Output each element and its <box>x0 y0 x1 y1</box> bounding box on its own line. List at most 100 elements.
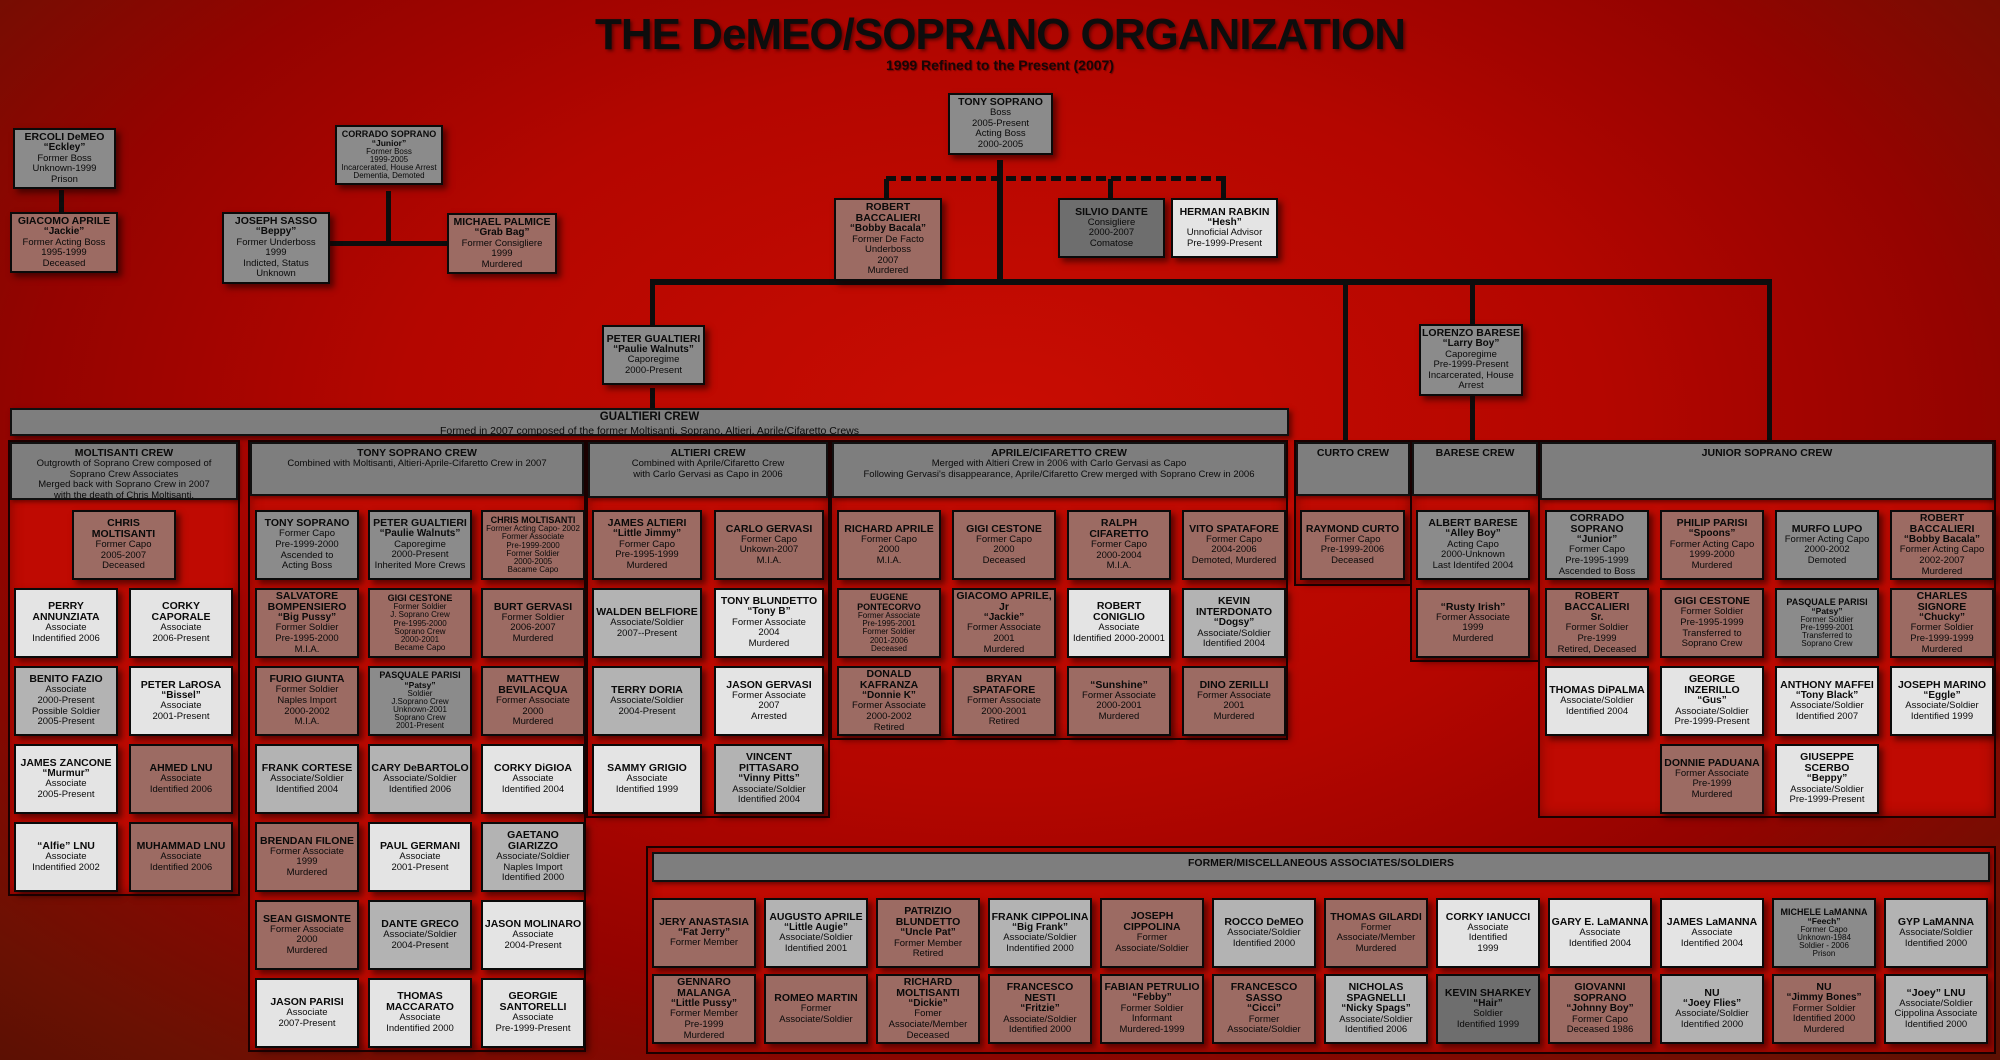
member-nickname: “Feech” <box>1807 915 1841 926</box>
member-detail-line: Associate <box>45 850 87 862</box>
member-detail-line: Pre-1999-1999 <box>1910 632 1974 644</box>
member-detail-line: Associate/Soldier <box>1675 705 1749 717</box>
member-detail-line: 2000-2005 <box>977 138 1024 150</box>
crew-title: TONY SOPRANO CREW <box>357 447 477 459</box>
crew-subtitle-line: Following Gervasi's disappearance, April… <box>863 468 1255 480</box>
member-detail-line: Demoted <box>1807 554 1847 566</box>
member-detail-line: Former Associate <box>857 611 921 621</box>
member-detail-line: Indicted, Status Unknown <box>243 257 309 280</box>
member-name: FRANK CIPPOLINA <box>991 910 1089 923</box>
member-name: CHRIS MOLTISANTI <box>490 514 576 525</box>
member-detail-line: Pre-1995-1999 <box>1565 554 1629 566</box>
member-detail-line: Former Associate <box>496 695 570 707</box>
member-detail-line: 1999 <box>296 856 318 868</box>
member-name: DONNIE PADUANA <box>1664 756 1760 769</box>
member-detail-line: Former Soldier <box>501 611 565 623</box>
member-nickname: “Junior” <box>371 137 407 148</box>
member-detail-line: Associate/Soldier <box>1003 932 1077 944</box>
member-detail-line: Demoted, Murdered <box>1191 554 1277 566</box>
member-detail-line: Associate/Soldier <box>383 928 457 940</box>
member-detail-line: 2007 <box>758 700 780 712</box>
member-detail-line: 2000-2002 <box>284 705 330 717</box>
member-detail-line: Former Associate <box>967 695 1041 707</box>
member-detail-line: Associate <box>1579 926 1621 938</box>
member-detail-line: 2004-Present <box>504 939 562 951</box>
member-detail-line: Former Member <box>669 937 739 949</box>
member-name: “Rusty Irish” <box>1440 600 1506 613</box>
member-detail-line: Identified 2004 <box>1568 937 1632 949</box>
member-name: JASON PARISI <box>270 995 344 1008</box>
member-detail-line: Associate/Soldier <box>1899 926 1973 938</box>
member-detail-line: Associate/Soldier <box>779 932 853 944</box>
member-detail-line: Dementia, Demoted <box>353 171 425 181</box>
member-detail-line: Former Acting Capo- 2002 <box>486 524 580 534</box>
member-detail-line: Deceased <box>982 554 1026 566</box>
member-detail-line: Retired, Deceased <box>1557 643 1637 655</box>
member-detail-line: 2000 <box>296 934 318 946</box>
member-detail-line: Arrested <box>751 710 787 722</box>
member-detail-line: Associate/Soldier <box>1003 1013 1077 1025</box>
member-box-frank-cippolina-big-frank: FRANK CIPPOLINA“Big Frank”Associate/Sold… <box>988 898 1092 968</box>
member-detail-line: Transferred to <box>1682 627 1742 639</box>
connector-dashed-line <box>886 176 1226 181</box>
member-detail-line: Bacame Capo <box>507 565 559 575</box>
crew-header-junior: JUNIOR SOPRANO CREW <box>1540 442 1994 500</box>
member-name: PAUL GERMANI <box>379 839 461 852</box>
member-detail-line: Associate/Soldier <box>1899 997 1973 1009</box>
member-detail-line: Associate <box>512 928 554 940</box>
member-detail-line: Former Capo <box>619 538 675 550</box>
member-name: LORENZO BARESE <box>1422 327 1521 339</box>
member-detail-line: Associate/Soldier <box>1227 926 1301 938</box>
member-name: BRENDAN FILONE <box>260 834 354 847</box>
member-detail-line: Former Associate <box>1082 689 1156 701</box>
member-detail-line: Murdered <box>748 638 790 650</box>
member-nickname: “Bissel” <box>161 689 201 701</box>
member-name: ERCOLI DeMEO <box>24 131 105 143</box>
member-detail-line: Associate/Member <box>888 1018 968 1030</box>
member-detail-line: Pre-1995-1999 <box>615 549 679 561</box>
member-nickname: “Bobby Bacala” <box>849 223 927 235</box>
member-detail-line: Associate <box>160 850 202 862</box>
member-detail-line: J. Soprano Crew <box>390 610 450 620</box>
member-name: PASQUALE PARISI <box>379 670 461 681</box>
member-detail-line: Former Soldier <box>1792 1002 1856 1014</box>
member-detail-line: Former Capo <box>741 533 797 545</box>
member-name: JASON GERVASI <box>726 678 812 691</box>
member-detail-line: 2000-2001 <box>1096 700 1142 712</box>
member-name: ROCCO DeMEO <box>1224 915 1304 928</box>
member-detail-line: Associate/Soldier <box>1339 1013 1413 1025</box>
crew-title: MOLTISANTI CREW <box>74 447 174 459</box>
member-detail-line: Associate/Soldier <box>1905 700 1979 712</box>
member-detail-line: Incarcerated, House Arrest <box>341 163 437 173</box>
member-detail-line: Murdered <box>1691 788 1733 800</box>
connector-line <box>322 241 455 246</box>
member-name: RICHARD MOLTISANTI <box>896 975 960 999</box>
member-detail-line: Identified 2000 <box>501 872 565 884</box>
member-detail-line: Deceased <box>1331 554 1374 566</box>
member-detail-line: Former Soldier <box>1910 622 1974 634</box>
member-name: GARY E. LaMANNA <box>1551 915 1649 928</box>
member-nickname: “Larry Boy” <box>1442 338 1500 350</box>
member-detail-line: 2000-2001 <box>400 634 440 644</box>
member-name: CARLO GERVASI <box>725 522 813 535</box>
member-detail-line: Associate <box>45 622 87 634</box>
member-name: FRANCESCO SASSO <box>1230 981 1298 1005</box>
member-detail-line: Former Boss <box>366 146 412 156</box>
member-name: FRANK CORTESE <box>261 761 353 774</box>
member-detail-line: 2000-2007 <box>1088 227 1135 239</box>
crew-header-barese: BARESE CREW <box>1412 442 1538 496</box>
member-detail-line: Incarcerated, House Arrest <box>1428 369 1514 392</box>
